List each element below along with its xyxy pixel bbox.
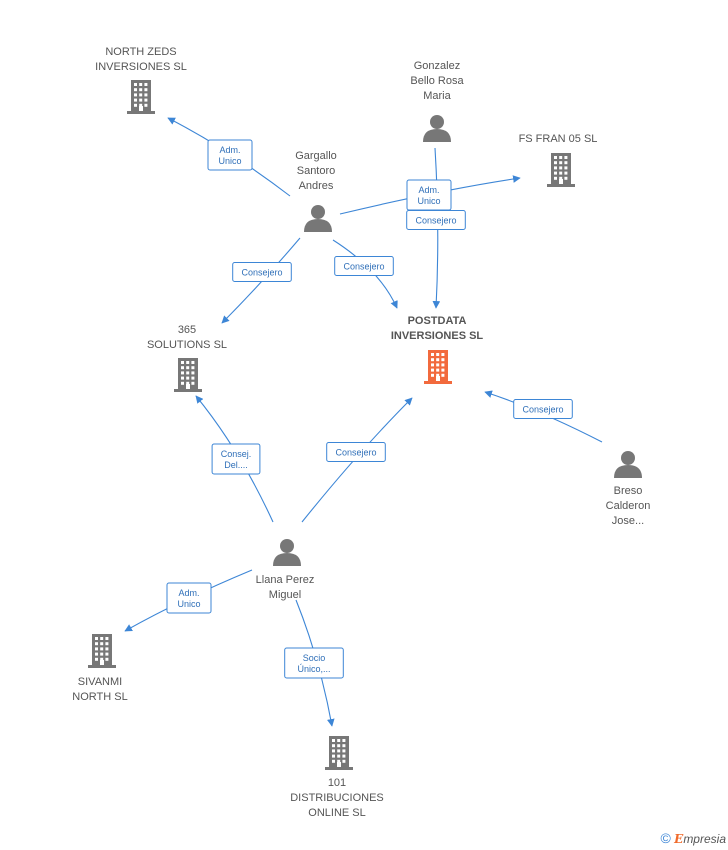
brand-name: mpresia [683, 832, 726, 846]
brand-initial: E [674, 832, 684, 846]
edge-label-e10[interactable]: SocioÚnico,... [284, 647, 344, 679]
node-label: Calderon [606, 500, 651, 512]
node-label: Santoro [297, 165, 336, 177]
node-label: 365 [178, 324, 196, 336]
edge-label-e6[interactable]: Consejero [513, 399, 573, 419]
person-icon [273, 539, 301, 566]
node-label: Jose... [612, 515, 644, 527]
node-postdata[interactable]: POSTDATA INVERSIONES SL [391, 315, 484, 384]
edge-label-e4[interactable]: Consejero [232, 262, 292, 282]
building-icon [88, 634, 116, 668]
edge-label-text: Consej. [221, 449, 252, 459]
node-north_zeds[interactable]: NORTH ZEDS INVERSIONES SL [95, 46, 187, 114]
building-icon [127, 80, 155, 114]
node-label: SOLUTIONS SL [147, 339, 227, 351]
edge-label-e2[interactable]: Adm.Unico [406, 179, 452, 211]
node-label: Bello Rosa [410, 75, 464, 87]
edge-gargallo-to-s365 [221, 237, 301, 324]
node-label: INVERSIONES SL [95, 61, 187, 73]
edge-label-e8[interactable]: Consejero [326, 442, 386, 462]
edge-label-text: Consejero [241, 268, 282, 278]
edge-label-text: Unico [177, 599, 200, 609]
node-label: ONLINE SL [308, 807, 365, 819]
person-icon [423, 115, 451, 142]
building-icon [174, 358, 202, 392]
node-label: Llana Perez [256, 574, 315, 586]
edge-label-text: Adm. [418, 185, 439, 195]
edge-label-text: Consejero [415, 216, 456, 226]
node-label: POSTDATA [408, 315, 467, 327]
edge-label-e3[interactable]: Consejero [406, 210, 466, 230]
edge-label-text: Consejero [343, 262, 384, 272]
node-sivanmi[interactable]: SIVANMI NORTH SL [72, 634, 128, 703]
node-label: DISTRIBUCIONES [290, 792, 384, 804]
node-label: FS FRAN 05 SL [519, 133, 598, 145]
person-icon [614, 451, 642, 478]
node-label: 101 [328, 777, 346, 789]
node-label: Miguel [269, 589, 301, 601]
building-icon [547, 153, 575, 187]
edge-label-e7[interactable]: Consej.Del.... [211, 443, 261, 475]
node-label: NORTH ZEDS [105, 46, 176, 58]
node-breso[interactable]: BresoCalderonJose... [606, 451, 651, 527]
edge-label-e5[interactable]: Consejero [334, 256, 394, 276]
node-label: Maria [423, 90, 451, 102]
edge-label-text: Adm. [219, 145, 240, 155]
node-fs_fran[interactable]: FS FRAN 05 SL [519, 133, 598, 187]
edge-label-text: Del.... [224, 460, 248, 470]
building-icon [424, 350, 452, 384]
edge-label-text: Unico [417, 196, 440, 206]
edge-label-text: Consejero [335, 448, 376, 458]
edge-labels-layer: Adm.UnicoAdm.UnicoConsejeroConsejeroCons… [166, 139, 573, 679]
node-label: Gonzalez [414, 60, 460, 72]
edges-layer [124, 117, 603, 727]
edge-label-text: Socio [303, 653, 326, 663]
building-icon [325, 736, 353, 770]
node-label: Breso [614, 485, 643, 497]
node-label: Andres [299, 180, 334, 192]
node-label: SIVANMI [78, 676, 122, 688]
edge-label-e1[interactable]: Adm.Unico [207, 139, 253, 171]
edge-label-e9[interactable]: Adm.Unico [166, 582, 212, 614]
footer-brand: © Empresia [660, 830, 726, 846]
edge-label-text: Consejero [522, 405, 563, 415]
node-label: Gargallo [295, 150, 337, 162]
copyright-icon: © [660, 830, 671, 846]
person-icon [304, 205, 332, 232]
edge-label-text: Único,... [297, 664, 330, 674]
node-label: INVERSIONES SL [391, 330, 484, 342]
node-label: NORTH SL [72, 691, 127, 703]
edge-label-text: Adm. [178, 588, 199, 598]
edge-label-text: Unico [218, 156, 241, 166]
